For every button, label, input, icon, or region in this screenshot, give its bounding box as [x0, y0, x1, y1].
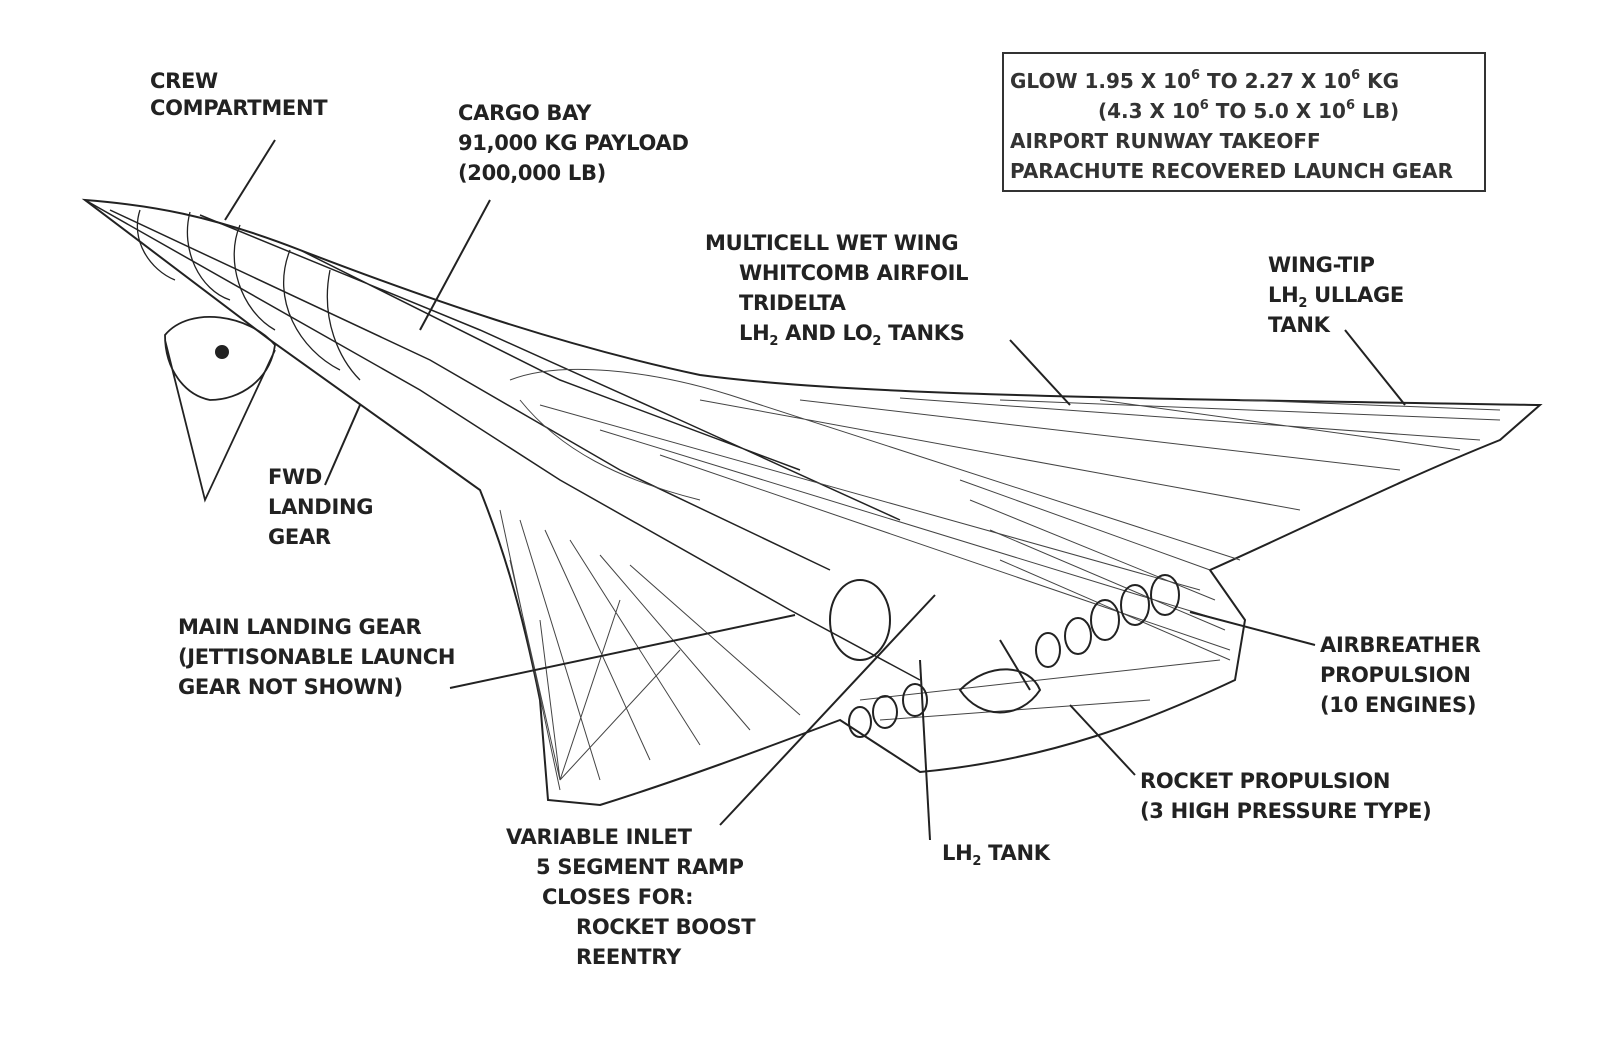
- label-text: TANKS: [881, 321, 965, 345]
- subscript: 2: [872, 334, 882, 349]
- wing-hatching: [499, 368, 1501, 791]
- label-wet-wing: MULTICELL WET WING WHITCOMB AIRFOIL TRID…: [705, 228, 968, 348]
- label-line: WHITCOMB AIRFOIL: [739, 261, 969, 285]
- label-line: LANDING: [268, 495, 374, 519]
- spec-text: TO 5.0 X 10: [1208, 99, 1346, 123]
- label-lh2-tank: LH2 TANK: [942, 838, 1050, 868]
- label-cargo-bay: CARGO BAY 91,000 KG PAYLOAD (200,000 LB): [458, 98, 689, 188]
- label-line: TRIDELTA: [739, 291, 846, 315]
- label-line: (10 ENGINES): [1320, 693, 1477, 717]
- label-text: ULLAGE: [1307, 283, 1404, 307]
- fuselage-lines: [84, 199, 921, 681]
- label-line: CREW: [150, 69, 218, 93]
- label-line: AIRBREATHER: [1320, 633, 1481, 657]
- exponent: 6: [1351, 68, 1361, 83]
- label-rocket-propulsion: ROCKET PROPULSION (3 HIGH PRESSURE TYPE): [1140, 766, 1432, 826]
- label-line: 5 SEGMENT RAMP: [536, 855, 744, 879]
- label-line: GEAR: [268, 525, 331, 549]
- subscript: 2: [972, 854, 982, 869]
- exponent: 6: [1191, 68, 1201, 83]
- spec-text: GLOW 1.95 X 10: [1010, 69, 1191, 93]
- label-text: TANK: [981, 841, 1050, 865]
- label-line: MULTICELL WET WING: [705, 231, 959, 255]
- label-line: (JETTISONABLE LAUNCH: [178, 645, 456, 669]
- label-line: WING-TIP: [1268, 253, 1375, 277]
- spec-text: (4.3 X 10: [1098, 99, 1200, 123]
- label-line: VARIABLE INLET: [506, 825, 692, 849]
- label-wing-tip-tank: WING-TIP LH2 ULLAGE TANK: [1268, 250, 1404, 340]
- label-main-landing-gear: MAIN LANDING GEAR (JETTISONABLE LAUNCH G…: [178, 612, 455, 702]
- launch-gear-pod: [164, 315, 276, 503]
- subscript: 2: [1298, 296, 1308, 311]
- airbreather-engines: [848, 574, 1180, 738]
- label-line: LH2 ULLAGE: [1268, 280, 1404, 310]
- spec-text: TO 2.27 X 10: [1200, 69, 1352, 93]
- label-text: LH: [1268, 283, 1299, 307]
- rocket-engines: [829, 579, 1042, 714]
- label-line: MAIN LANDING GEAR: [178, 615, 422, 639]
- label-line: CLOSES FOR:: [542, 885, 694, 909]
- spec-glow-lb: (4.3 X 106 TO 5.0 X 106 LB): [1010, 96, 1484, 126]
- label-line: FWD: [268, 465, 323, 489]
- label-fwd-landing-gear: FWD LANDING GEAR: [268, 462, 373, 552]
- label-line: (3 HIGH PRESSURE TYPE): [1140, 799, 1432, 823]
- spec-launch-gear: PARACHUTE RECOVERED LAUNCH GEAR: [1010, 159, 1453, 183]
- label-text: LH: [942, 841, 973, 865]
- label-line: LH2 AND LO2 TANKS: [705, 318, 968, 348]
- label-airbreather-propulsion: AIRBREATHER PROPULSION (10 ENGINES): [1320, 630, 1481, 720]
- label-line: PROPULSION: [1320, 663, 1471, 687]
- spec-glow-kg: GLOW 1.95 X 106 TO 2.27 X 106 KG: [1010, 66, 1484, 96]
- label-line: CARGO BAY: [458, 101, 591, 125]
- exponent: 6: [1199, 98, 1209, 113]
- label-line: ROCKET PROPULSION: [1140, 769, 1391, 793]
- label-line: TANK: [1268, 313, 1330, 337]
- crew-compartment-frames: [136, 209, 361, 381]
- subscript: 2: [769, 334, 779, 349]
- spec-text: LB): [1355, 99, 1400, 123]
- specification-box: GLOW 1.95 X 106 TO 2.27 X 106 KG (4.3 X …: [1002, 52, 1486, 192]
- label-text: LH: [739, 321, 770, 345]
- exponent: 6: [1345, 98, 1356, 113]
- airframe-outline: [81, 198, 1543, 807]
- label-variable-inlet: VARIABLE INLET 5 SEGMENT RAMP CLOSES FOR…: [506, 822, 756, 972]
- spec-text: KG: [1360, 69, 1400, 93]
- label-line: ROCKET BOOST: [576, 915, 756, 939]
- spec-takeoff: AIRPORT RUNWAY TAKEOFF: [1010, 129, 1321, 153]
- label-line: COMPARTMENT: [150, 96, 328, 120]
- leader-lines: [224, 139, 1406, 841]
- label-text: AND LO: [778, 321, 873, 345]
- label-line: (200,000 LB): [458, 161, 606, 185]
- label-crew-compartment: CREW COMPARTMENT: [150, 66, 328, 123]
- label-line: REENTRY: [576, 945, 681, 969]
- label-line: 91,000 KG PAYLOAD: [458, 131, 689, 155]
- label-line: GEAR NOT SHOWN): [178, 675, 403, 699]
